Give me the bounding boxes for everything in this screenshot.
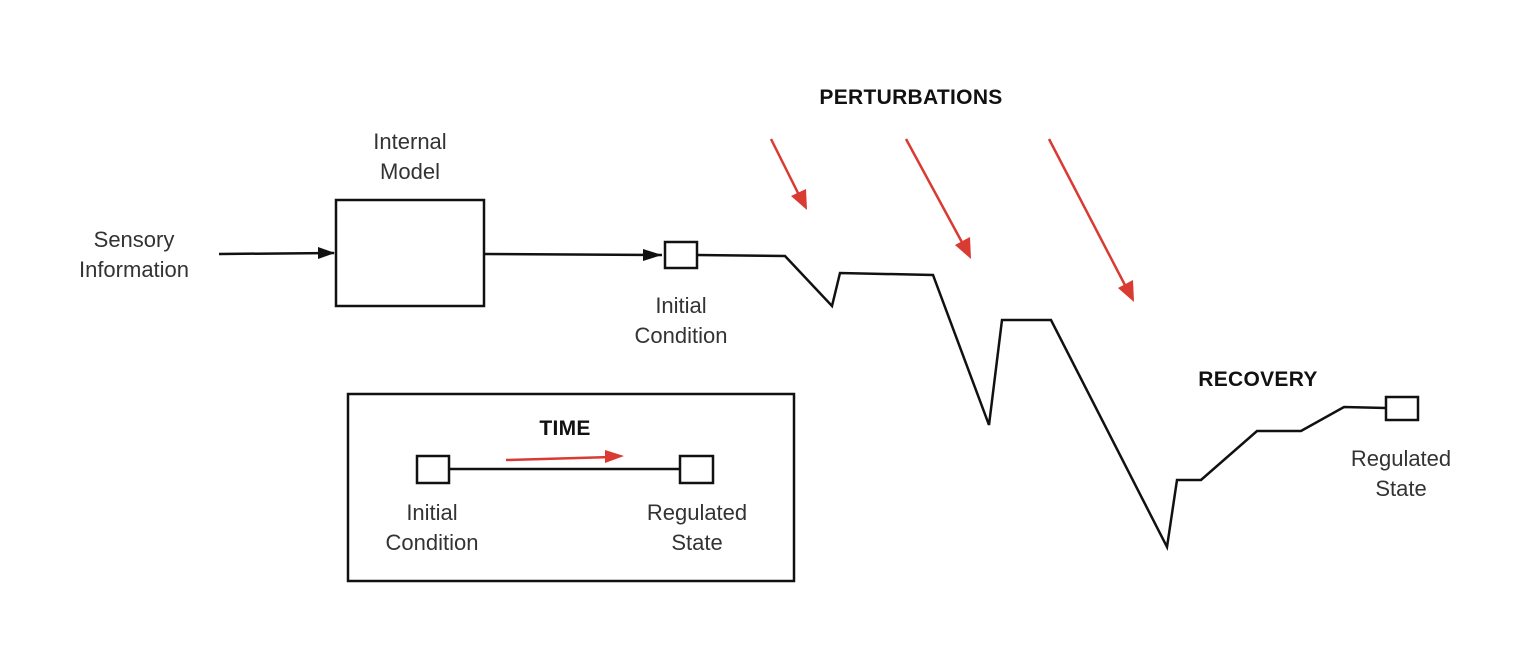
internal-model-label-line2: Model <box>380 159 440 184</box>
legend-initial-label-line1: Initial <box>406 500 457 525</box>
perturbation-arrow-1-head-icon <box>791 189 807 210</box>
legend-initial-node <box>415 454 451 485</box>
perturbation-arrow-3-head-icon <box>1118 280 1134 302</box>
perturbation-arrows <box>769 138 1134 302</box>
input-arrow-head-icon <box>318 247 335 259</box>
internal-model-box <box>334 198 486 308</box>
state-trajectory-line <box>696 253 1387 552</box>
perturbation-arrow-1 <box>769 138 802 198</box>
initial-condition-label-line1: Initial <box>655 293 706 318</box>
model-output-arrow-head-icon <box>643 249 662 261</box>
time-legend: TIME Initial Condition Regulated State <box>346 392 796 583</box>
legend-regulated-node <box>678 454 715 485</box>
legend-regulated-label-line2: State <box>671 530 722 555</box>
regulated-state-label-line2: State <box>1375 476 1426 501</box>
legend-time-title: TIME <box>539 417 590 440</box>
initial-condition-node <box>663 240 699 270</box>
legend-time-arrow-head-icon <box>605 450 624 463</box>
sensory-information-label-line1: Sensory <box>94 227 175 252</box>
legend-time-arrow <box>505 455 613 462</box>
input-arrow <box>218 251 335 256</box>
perturbation-arrow-2-head-icon <box>955 237 971 259</box>
perturbation-arrow-3 <box>1047 138 1129 290</box>
legend-initial-label-line2: Condition <box>386 530 479 555</box>
sensory-information-label-line2: Information <box>79 257 189 282</box>
model-output-arrow <box>483 252 663 257</box>
recovery-title: RECOVERY <box>1198 368 1317 391</box>
perturbations-title: PERTURBATIONS <box>819 86 1002 109</box>
perturbation-arrow-2 <box>904 138 966 247</box>
regulated-state-label-line1: Regulated <box>1351 446 1451 471</box>
internal-model-label-line1: Internal <box>373 129 446 154</box>
legend-regulated-label-line1: Regulated <box>647 500 747 525</box>
regulated-state-node <box>1384 395 1420 422</box>
initial-condition-label-line2: Condition <box>635 323 728 348</box>
legend-frame <box>346 392 796 583</box>
